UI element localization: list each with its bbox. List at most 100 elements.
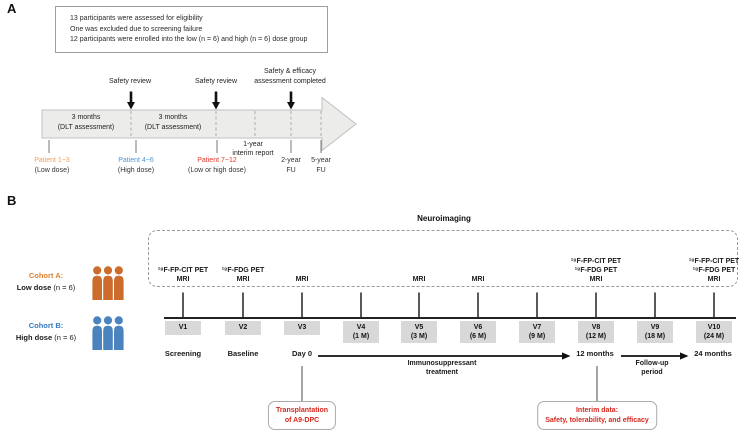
phase-day0: Day 0	[291, 349, 313, 358]
visit-box-v9: V9 (18 M)	[637, 321, 673, 343]
cohort-a-dose: Low dose (n = 6)	[17, 283, 76, 293]
milestone-5-year-fu: 5-year FU	[311, 156, 331, 175]
eligibility-line: 13 participants were assessed for eligib…	[70, 15, 203, 22]
panel-a-label: A	[7, 1, 17, 16]
milestone-subtitle: FU	[286, 166, 296, 174]
visit-box-v10: V10 (24 M)	[696, 321, 732, 343]
imaging-line: ¹⁸F-FP-CIT PET	[157, 267, 209, 274]
imaging-column-v5: MRI	[413, 275, 426, 284]
callout-line: Transplantation	[275, 407, 329, 414]
imaging-line: ¹⁸F-FDG PET	[692, 267, 736, 274]
safety-review-label: Safety review	[108, 78, 152, 85]
completion-line: assessment completed	[254, 77, 326, 85]
segment-duration: 3 months	[158, 114, 188, 121]
imaging-line: ¹⁸F-FDG PET	[574, 267, 618, 274]
imaging-line: MRI	[707, 276, 721, 283]
milestone-patient-1-3: Patient 1~3 (Low dose)	[34, 156, 70, 175]
phase-baseline: Baseline	[227, 349, 259, 358]
neuroimaging-title: Neuroimaging	[417, 214, 471, 223]
cohort-b-dose: High dose (n = 6)	[16, 333, 76, 343]
imaging-line: ¹⁸F-FP-CIT PET	[688, 258, 740, 265]
imaging-line: ¹⁸F-FDG PET	[221, 267, 265, 274]
visit-sub: (12 M)	[585, 332, 607, 340]
milestone-title: Patient 7~12	[197, 157, 237, 164]
visit-sub: (18 M)	[644, 332, 666, 340]
visit-box-v4: V4 (1 M)	[343, 321, 379, 343]
callout-line: Safety, tolerability, and efficacy	[545, 416, 649, 424]
eligibility-line: One was excluded due to screening failur…	[70, 25, 203, 33]
milestone-title: 5-year	[311, 157, 331, 164]
completion-label: Safety & efficacy assessment completed	[254, 67, 326, 86]
down-arrow-icon	[127, 102, 135, 110]
timeline-segment-label: 3 months (DLT assessment)	[58, 113, 115, 132]
followup-line: Follow-up	[635, 360, 669, 367]
visit-id: V10	[707, 324, 721, 331]
safety-review-label: Safety review	[194, 78, 238, 85]
imaging-column-v6: MRI	[472, 275, 485, 284]
visit-id: V8	[591, 324, 601, 331]
imaging-line: MRI	[589, 276, 603, 283]
visit-id: V5	[414, 324, 424, 331]
milestone-title: Patient 4~6	[118, 157, 154, 164]
immunosuppressant-arrowhead-icon	[562, 352, 571, 360]
visit-box-v2: V2	[225, 321, 261, 335]
cohort-a-name: Cohort A:	[28, 271, 64, 280]
visit-sub: (9 M)	[528, 332, 546, 340]
imaging-line: MRI	[236, 276, 250, 283]
milestone-2-year-fu: 2-year FU	[281, 156, 301, 175]
callout-line: Interim data:	[575, 407, 619, 414]
visit-id: V4	[356, 324, 366, 331]
visit-sub: (24 M)	[703, 332, 725, 340]
visit-id: V1	[178, 324, 188, 331]
imaging-line: MRI	[412, 276, 426, 283]
immunosuppressant-label: Immunosuppressant treatment	[408, 359, 477, 377]
cohort-a-people-icon	[92, 266, 124, 300]
interim-report-line: interim report	[232, 150, 274, 157]
cohort-b-dose-bold: High dose	[15, 333, 53, 342]
milestone-title: Patient 1~3	[34, 157, 70, 164]
interim-report-label: 1-year interim report	[232, 140, 273, 158]
timeline-arrow-shape	[41, 96, 357, 152]
followup-label: Follow-up period	[635, 359, 668, 377]
phase-12-months: 12 months	[576, 349, 614, 358]
imaging-column-v1: ¹⁸F-FP-CIT PET MRI	[158, 266, 208, 284]
timeline-segment-label: 3 months (DLT assessment)	[145, 113, 202, 132]
segment-note: (DLT assessment)	[144, 123, 202, 131]
callout-line: of A9-DPC	[284, 416, 320, 424]
segment-note: (DLT assessment)	[57, 123, 115, 131]
callout-interim-data: Interim data: Safety, tolerability, and …	[537, 401, 657, 430]
imaging-column-v3: MRI	[296, 275, 309, 284]
eligibility-box: 13 participants were assessed for eligib…	[55, 6, 328, 53]
milestone-subtitle: FU	[316, 166, 326, 174]
interim-report-line: 1-year	[243, 141, 263, 148]
callout-transplantation: Transplantation of A9-DPC	[267, 401, 337, 430]
neuroimaging-box	[148, 230, 738, 287]
imaging-column-v8: ¹⁸F-FP-CIT PET ¹⁸F-FDG PET MRI	[571, 257, 621, 284]
milestone-subtitle: (Low or high dose)	[188, 166, 246, 174]
imaging-column-v10: ¹⁸F-FP-CIT PET ¹⁸F-FDG PET MRI	[689, 257, 739, 284]
visit-id: V6	[473, 324, 483, 331]
visit-box-v7: V7 (9 M)	[519, 321, 555, 343]
visit-box-v3: V3	[284, 321, 320, 335]
visit-box-v5: V5 (3 M)	[401, 321, 437, 343]
milestone-title: 2-year	[281, 157, 301, 164]
imaging-column-v2: ¹⁸F-FDG PET MRI	[222, 266, 265, 284]
visit-box-v8: V8 (12 M)	[578, 321, 614, 343]
milestone-subtitle: (Low dose)	[34, 166, 70, 174]
followup-line: period	[641, 369, 663, 376]
visit-id: V7	[532, 324, 542, 331]
down-arrow-icon	[212, 102, 220, 110]
visit-box-v1: V1	[165, 321, 201, 335]
segment-duration: 3 months	[71, 114, 101, 121]
visit-sub: (3 M)	[410, 332, 428, 340]
visit-id: V2	[238, 324, 248, 331]
down-arrow-icon	[287, 102, 295, 110]
imaging-line: MRI	[471, 276, 485, 283]
milestone-subtitle: (High dose)	[117, 166, 155, 174]
phase-screening: Screening	[164, 349, 202, 358]
imaging-line: ¹⁸F-FP-CIT PET	[570, 258, 622, 265]
panel-b-label: B	[7, 193, 17, 208]
immunosuppressant-line: Immunosuppressant	[407, 360, 477, 367]
cohort-b-n: (n = 6)	[52, 333, 77, 342]
